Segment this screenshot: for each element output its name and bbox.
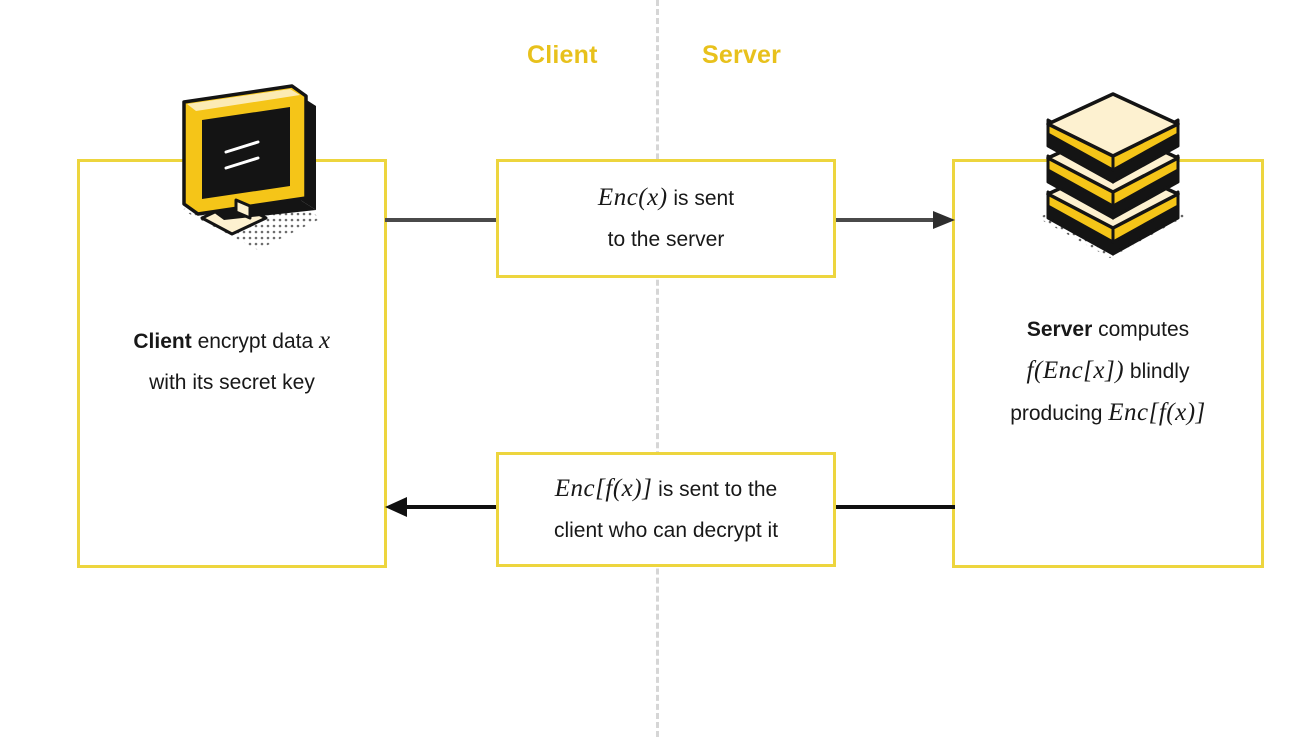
request-line-1-rest: is sent — [667, 187, 735, 210]
server-caption-math-2: Enc[f(x)] — [1108, 399, 1206, 426]
client-caption: Client encrypt data x with its secret ke… — [80, 320, 384, 403]
response-line-2: client who can decrypt it — [553, 519, 779, 542]
server-caption-line-3-rest: producing — [1010, 402, 1109, 425]
client-server-divider — [656, 0, 659, 737]
client-bold-word: Client — [133, 330, 192, 353]
server-caption-line-2-rest: blindly — [1124, 360, 1190, 383]
server-caption-rest: computes — [1092, 318, 1190, 341]
server-panel: Server computes f(Enc[x]) blindly produc… — [952, 159, 1264, 568]
client-caption-line-2: with its secret key — [149, 371, 315, 394]
client-caption-math: x — [318, 327, 331, 354]
client-caption-rest: encrypt data — [191, 330, 319, 353]
server-caption-line-2: f(Enc[x]) blindly — [955, 350, 1261, 392]
server-caption-line-3: producing Enc[f(x)] — [955, 392, 1261, 434]
monitor-icon — [140, 68, 340, 268]
server-caption-line-1: Server computes — [955, 309, 1261, 350]
message-box-request: Enc(x) is sent to the server — [496, 159, 836, 278]
heading-server: Server — [702, 41, 782, 69]
message-box-response: Enc[f(x)] is sent to the client who can … — [496, 452, 836, 567]
request-line-1: Enc(x) is sent — [598, 177, 734, 219]
client-caption-line-1: Client encrypt data x — [80, 320, 384, 362]
response-line-1: Enc[f(x)] is sent to the — [555, 468, 777, 510]
server-caption-math-1: f(Enc[x]) — [1026, 357, 1125, 384]
heading-client: Client — [527, 41, 598, 69]
request-line-2: to the server — [607, 228, 725, 251]
server-caption: Server computes f(Enc[x]) blindly produc… — [955, 309, 1261, 434]
response-line-1-rest: is sent to the — [652, 478, 778, 501]
request-math: Enc(x) — [597, 184, 668, 211]
server-bold-word: Server — [1026, 318, 1093, 341]
server-stack-icon — [1018, 88, 1208, 278]
response-math: Enc[f(x)] — [554, 475, 653, 502]
